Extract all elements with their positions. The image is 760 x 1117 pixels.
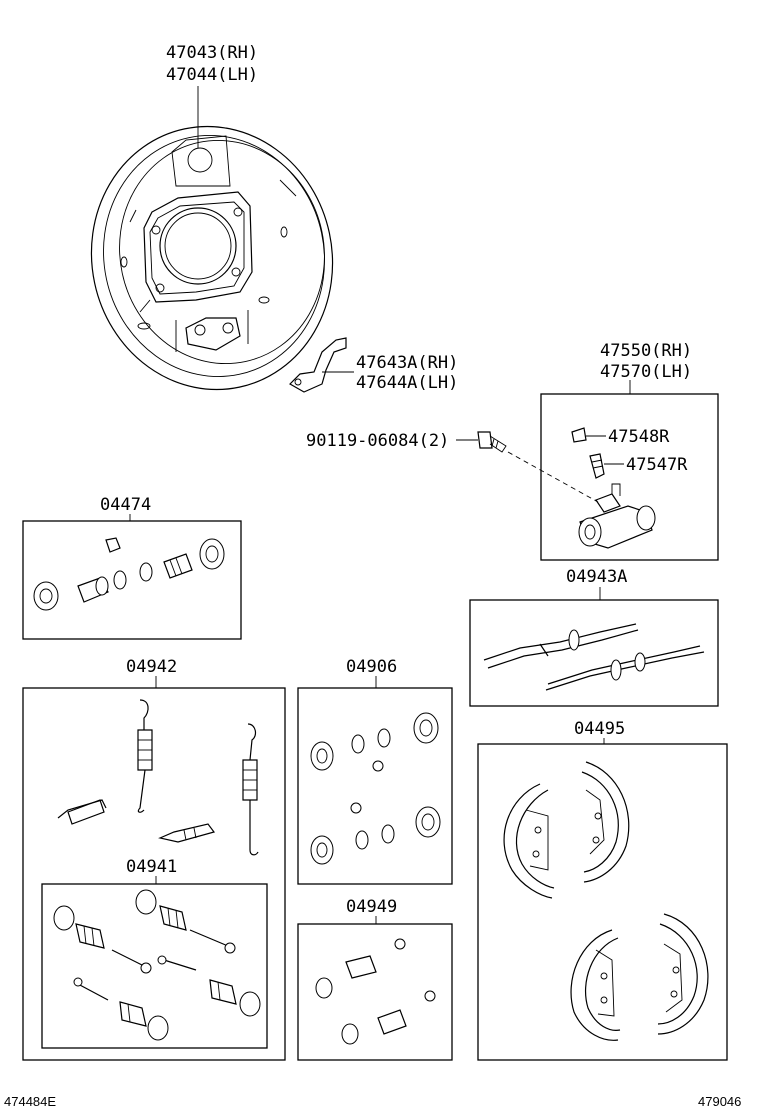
hold-down-kit-box xyxy=(41,883,268,1049)
wheel-cylinder-lh-label: 47570(LH) xyxy=(600,362,692,382)
bleeder-plug-drawing[interactable] xyxy=(589,453,605,479)
shoe-set-label: 04495 xyxy=(574,719,625,739)
adjuster-kit-label: 04943A xyxy=(566,567,627,587)
cup-kit-parts-drawing[interactable] xyxy=(33,537,225,611)
spring-kit-box xyxy=(22,687,286,1061)
backing-plate-rh-label: 47043(RH) xyxy=(166,43,258,63)
spring-kit-label: 04942 xyxy=(126,657,177,677)
footer-left-code: 474484E xyxy=(4,1094,56,1109)
brake-shoes-drawing[interactable] xyxy=(503,761,709,1041)
hold-down-kit-label: 04941 xyxy=(126,857,177,877)
cup-kit-label: 04474 xyxy=(100,495,151,515)
bleeder-plug-label: 47547R xyxy=(626,455,688,475)
footer-right-code: 479046 xyxy=(698,1094,741,1109)
cylinder-kit-box xyxy=(297,923,453,1061)
bracket-rh-label: 47643A(RH) xyxy=(356,353,458,373)
wheel-cylinder-box xyxy=(540,393,719,561)
return-springs-drawing[interactable] xyxy=(57,699,259,856)
cylinder-kit-parts-drawing[interactable] xyxy=(315,938,436,1045)
repair-kit-parts-drawing[interactable] xyxy=(310,712,441,865)
wheel-cylinder-rh-label: 47550(RH) xyxy=(600,341,692,361)
repair-kit-box xyxy=(297,687,453,885)
bolt-label: 90119-06084(2) xyxy=(306,431,449,451)
bleeder-cap-label: 47548R xyxy=(608,427,670,447)
cylinder-kit-label: 04949 xyxy=(346,897,397,917)
repair-kit-label: 04906 xyxy=(346,657,397,677)
hold-down-parts-drawing[interactable] xyxy=(53,889,261,1041)
wheel-cylinder-drawing[interactable] xyxy=(578,483,656,549)
bolt-drawing[interactable] xyxy=(477,431,507,453)
adjuster-kit-box xyxy=(469,599,719,707)
backing-plate-lh-label: 47044(LH) xyxy=(166,65,258,85)
bracket-drawing[interactable] xyxy=(289,337,354,393)
bracket-lh-label: 47644A(LH) xyxy=(356,373,458,393)
cup-kit-box xyxy=(22,520,242,640)
shoe-set-box xyxy=(477,743,728,1061)
backing-plate-drawing[interactable] xyxy=(67,86,357,412)
adjuster-drawing[interactable] xyxy=(483,623,705,691)
bleeder-cap-drawing[interactable] xyxy=(571,427,587,443)
